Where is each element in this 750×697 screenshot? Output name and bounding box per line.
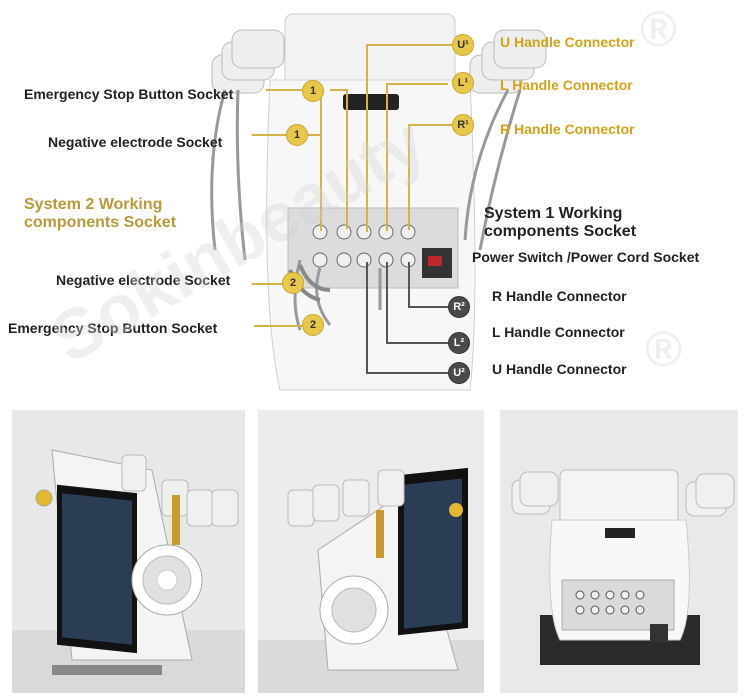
device-front-left-photo [12, 449, 245, 693]
badge-u2: U² [448, 362, 470, 384]
badge-1-negative-top: 1 [286, 124, 308, 146]
label-system1-line2: components Socket [484, 223, 637, 240]
label-system2-line2: components Socket [24, 214, 177, 231]
device-back-illustration [210, 13, 547, 391]
device-front-right-photo [258, 467, 484, 693]
label-power-switch: Power Switch /Power Cord Socket [472, 249, 700, 265]
badge-u1: U¹ [452, 34, 474, 56]
label-r-handle-top: R Handle Connector [500, 121, 635, 137]
photo-panel-left [12, 410, 245, 693]
photo-panel-right [500, 410, 738, 693]
badge-r2: R² [448, 296, 470, 318]
label-system1-line1: System 1 Working [484, 205, 623, 222]
badge-1-emergency-top: 1 [302, 80, 324, 102]
label-negative-electrode-bottom: Negative electrode Socket [56, 272, 231, 288]
badge-r1: R¹ [452, 114, 474, 136]
label-l-handle-bottom: L Handle Connector [492, 324, 625, 340]
label-u-handle-bottom: U Handle Connector [492, 361, 627, 377]
label-emergency-stop-bottom: Emergency Stop Button Socket [8, 320, 218, 336]
label-r-handle-bottom: R Handle Connector [492, 288, 627, 304]
label-u-handle-top: U Handle Connector [500, 34, 635, 50]
label-l-handle-top: L Handle Connector [500, 77, 633, 93]
label-system2-line1: System 2 Working [24, 196, 163, 213]
watermark-registered-mid: ® [645, 321, 682, 377]
label-negative-electrode-top: Negative electrode Socket [48, 134, 223, 150]
badge-l2: L² [448, 332, 470, 354]
watermark-registered-top: ® [640, 1, 677, 57]
badge-l1: L¹ [452, 72, 474, 94]
badge-2-emergency-bottom: 2 [302, 314, 324, 336]
photo-panel-middle [258, 410, 484, 693]
label-emergency-stop-top: Emergency Stop Button Socket [24, 86, 234, 102]
badge-2-negative-bottom: 2 [282, 272, 304, 294]
device-back-photo [511, 469, 735, 665]
